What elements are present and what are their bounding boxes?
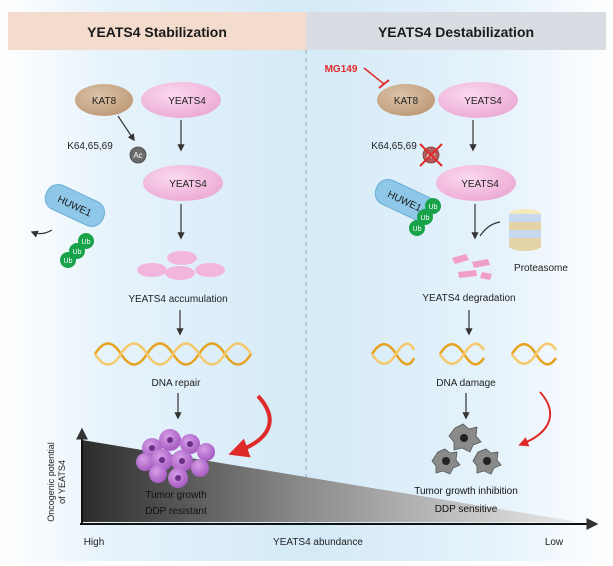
right-sites-label: K64,65,69 xyxy=(371,141,417,152)
right-ub-chain: Ub Ub Ub xyxy=(409,198,441,236)
left-yeats4-mid xyxy=(143,165,223,201)
right-huwe1: HUWE1 xyxy=(374,178,436,222)
left-dna-label: DNA repair xyxy=(152,378,202,389)
x-axis-high-label: High xyxy=(84,537,105,548)
right-red-arrow xyxy=(518,391,551,447)
right-dna-fragments xyxy=(370,342,558,366)
dying-cells xyxy=(431,423,502,475)
left-yeats4-top xyxy=(141,82,221,118)
left-outcome-1: Tumor growth xyxy=(145,490,206,501)
proteasome-label: Proteasome xyxy=(514,263,568,274)
svg-text:Ub: Ub xyxy=(64,258,73,265)
left-ac-badge xyxy=(129,146,147,164)
right-ac-cross xyxy=(419,143,443,167)
right-yeats4-mid xyxy=(436,165,516,201)
mg149-inhibit-line xyxy=(363,67,385,85)
svg-text:Ub: Ub xyxy=(82,239,91,246)
right-outcome-1: Tumor growth inhibition xyxy=(414,486,518,497)
right-outcome-2: DDP sensitive xyxy=(435,504,498,515)
right-kat8 xyxy=(377,84,435,116)
right-yeats4-top xyxy=(438,82,518,118)
left-ub-3 xyxy=(60,252,76,268)
right-kat8-yeats4-complex: KAT8 YEATS4 xyxy=(377,82,518,118)
proteasome-icon xyxy=(509,209,541,251)
proteasome-arrow xyxy=(479,221,501,237)
left-ac-label: Ac xyxy=(133,151,142,160)
left-header-bar xyxy=(8,12,306,50)
svg-text:Oncogenic potential: Oncogenic potential xyxy=(46,442,56,522)
svg-text:of YEATS4: of YEATS4 xyxy=(57,460,67,504)
left-acetylation-arrow xyxy=(117,115,135,142)
left-yeats4-top-label: YEATS4 xyxy=(168,96,206,107)
tumor-cell-cluster xyxy=(136,429,215,488)
right-ub-1 xyxy=(425,198,441,214)
left-sites-label: K64,65,69 xyxy=(67,141,113,152)
svg-text:Ub: Ub xyxy=(429,204,438,211)
left-kat8-yeats4-complex: KAT8 YEATS4 xyxy=(75,82,221,118)
svg-text:Ub: Ub xyxy=(73,249,82,256)
left-accumulation-label: YEATS4 accumulation xyxy=(128,294,227,305)
left-red-arrow xyxy=(228,394,272,458)
x-axis-label: YEATS4 abundance xyxy=(273,537,363,548)
left-dna-helix xyxy=(93,342,253,366)
left-outcome-2: DDP resistant xyxy=(145,506,207,517)
right-yeats4-fragments xyxy=(452,254,492,280)
x-axis-low-label: Low xyxy=(545,537,564,548)
mg149-inhibit-bar xyxy=(378,79,390,89)
left-kat8-label: KAT8 xyxy=(92,96,117,107)
mg149-label: MG149 xyxy=(325,64,358,75)
right-ub-3 xyxy=(409,220,425,236)
right-dna-label: DNA damage xyxy=(436,378,496,389)
right-header-bar xyxy=(306,12,606,50)
left-ub-chain: Ub Ub Ub xyxy=(60,233,94,268)
right-panel-title: YEATS4 Destabilization xyxy=(378,24,534,40)
left-panel-title: YEATS4 Stabilization xyxy=(87,24,227,40)
right-yeats4-top-label: YEATS4 xyxy=(464,96,502,107)
left-kat8 xyxy=(75,84,133,116)
left-yeats4-mid-label: YEATS4 xyxy=(169,179,207,190)
right-kat8-label: KAT8 xyxy=(394,96,419,107)
left-yeats4-accumulation-cluster xyxy=(137,251,225,280)
right-ub-2 xyxy=(417,209,433,225)
right-degradation-label: YEATS4 degradation xyxy=(422,293,515,304)
left-release-arrow xyxy=(30,229,53,238)
y-axis-label: Oncogenic potential of YEATS4 xyxy=(46,442,67,522)
svg-text:Ub: Ub xyxy=(421,215,430,222)
right-yeats4-mid-label: YEATS4 xyxy=(461,179,499,190)
svg-text:Ub: Ub xyxy=(413,226,422,233)
